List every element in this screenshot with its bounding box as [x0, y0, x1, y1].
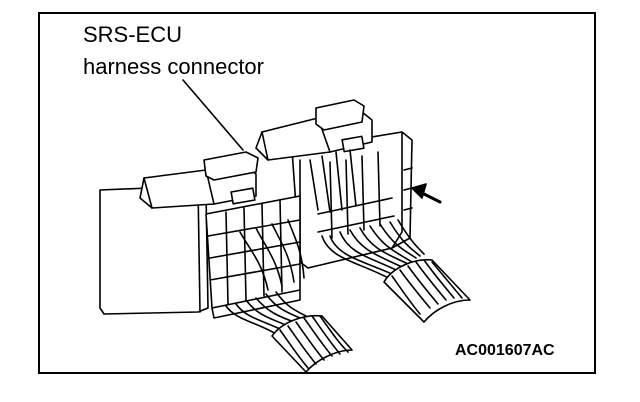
figure-code: AC001607AC [455, 342, 555, 359]
rear-corrugated-tube [383, 258, 471, 323]
front-connector [99, 151, 301, 319]
front-wire-bundle [225, 219, 307, 335]
callout-label-line1: SRS-ECU [83, 22, 183, 47]
rear-wire-bundle [321, 219, 425, 281]
callout-label-line2: harness connector [83, 54, 264, 79]
rear-connector [255, 99, 413, 269]
front-corrugated-tube [271, 314, 353, 373]
leader-line [182, 79, 244, 151]
